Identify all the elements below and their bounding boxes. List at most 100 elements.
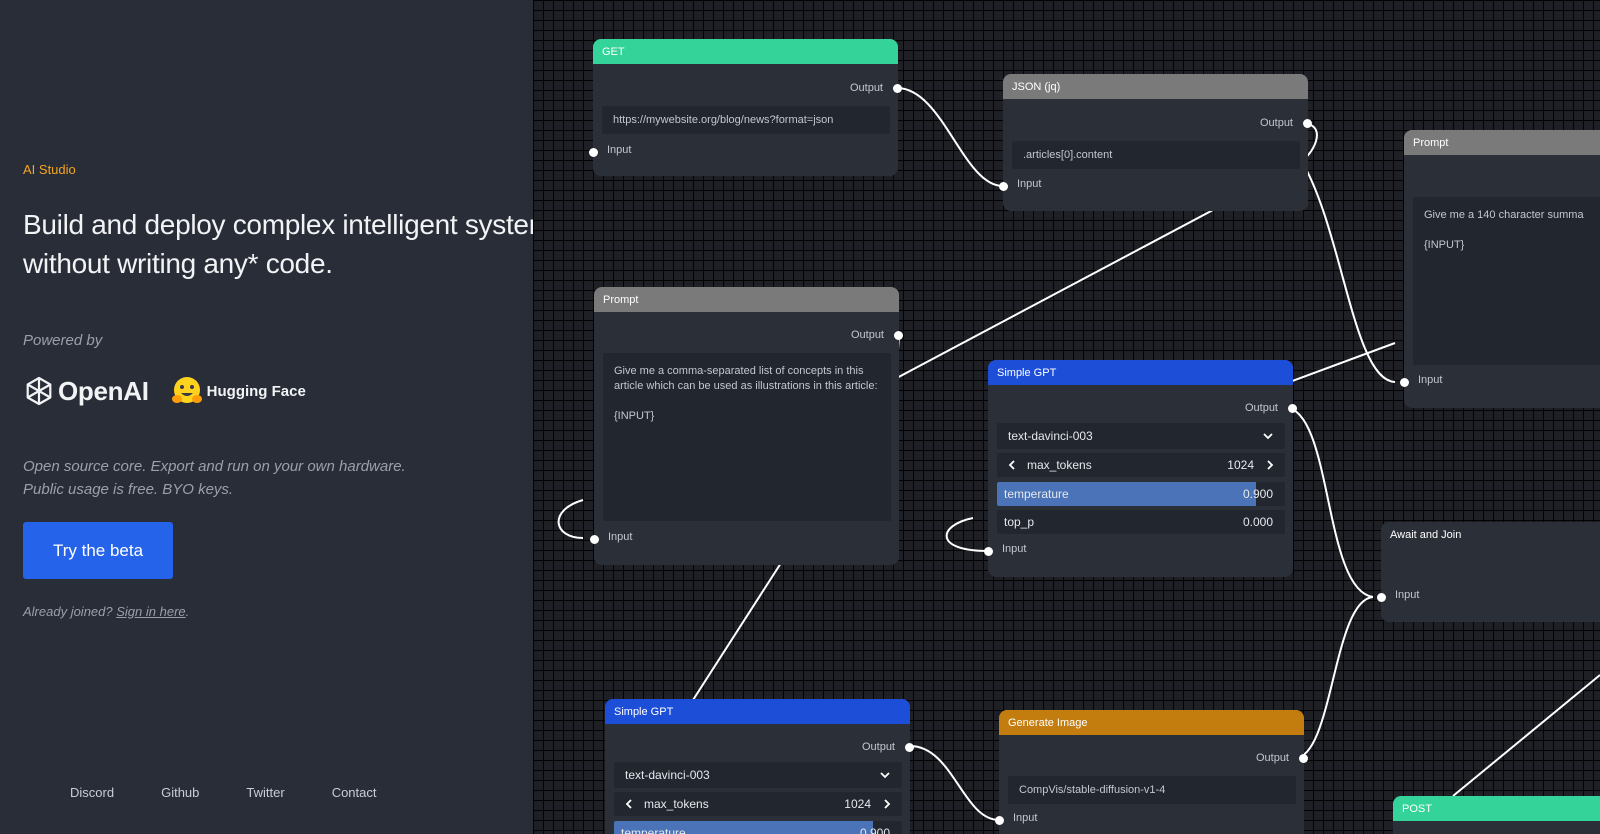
node-simple-gpt-1-top-p-slider[interactable]: top_p 0.000 <box>997 510 1285 534</box>
description: Open source core. Export and run on your… <box>23 455 406 501</box>
already-joined-text: Already joined? Sign in here. <box>23 604 189 619</box>
node-json[interactable]: JSON (jq) Output .articles[0].content In… <box>999 74 1312 211</box>
wire-prompt-to-gpt2 <box>692 562 782 701</box>
hugging-face-logo: Hugging Face <box>171 375 306 407</box>
node-get-input-label: Input <box>607 144 632 156</box>
node-generate-image-input-port[interactable] <box>995 816 1004 825</box>
node-prompt-right-input-label: Input <box>1418 374 1443 386</box>
node-prompt-input-label: Input <box>608 531 633 543</box>
node-get-output-port[interactable] <box>893 84 902 93</box>
node-simple-gpt-1-input-port[interactable] <box>984 547 993 556</box>
node-generate-image[interactable]: Generate Image Output CompVis/stable-dif… <box>995 710 1308 834</box>
footer-link-github[interactable]: Github <box>161 785 200 800</box>
node-canvas[interactable]: GET Output https://mywebsite.org/blog/ne… <box>533 0 1600 834</box>
node-get-output-label: Output <box>849 82 883 94</box>
node-post-header[interactable]: POST <box>1393 796 1600 821</box>
node-json-output-port[interactable] <box>1303 119 1312 128</box>
node-post[interactable]: POST <box>1393 796 1600 834</box>
node-generate-image-input-label: Input <box>1013 812 1038 824</box>
chevron-left-icon[interactable] <box>1006 459 1018 471</box>
node-await-join[interactable]: Await and Join Input <box>1377 522 1600 622</box>
wire-prompt-input-loop <box>557 499 584 539</box>
chevron-down-icon <box>880 772 890 779</box>
node-prompt-right-input-port[interactable] <box>1400 378 1409 387</box>
node-simple-gpt-2-output-label: Output <box>861 741 895 753</box>
node-simple-gpt-1-temperature-slider[interactable]: temperature 0.900 <box>997 482 1285 506</box>
node-simple-gpt-2-output-port[interactable] <box>905 743 914 752</box>
node-simple-gpt-1-output-port[interactable] <box>1288 404 1297 413</box>
wire-json-to-prompt <box>1299 122 1396 383</box>
node-simple-gpt-2-max-tokens-value: 1024 <box>844 797 871 811</box>
node-get-header[interactable]: GET <box>593 39 898 64</box>
node-prompt-right-textarea[interactable]: Give me a 140 character summa {INPUT} <box>1413 197 1600 365</box>
node-simple-gpt-2[interactable]: Simple GPT Output text-davinci-003 max_t… <box>605 699 914 834</box>
footer-link-discord[interactable]: Discord <box>70 785 115 800</box>
page-title: Build and deploy complex intelligent sys… <box>23 205 533 283</box>
partner-logos: OpenAI Hugging Face <box>23 375 306 407</box>
node-simple-gpt-1-output-label: Output <box>1244 402 1278 414</box>
try-beta-button[interactable]: Try the beta <box>23 522 173 579</box>
node-simple-gpt-2-temperature-label: temperature <box>621 826 686 834</box>
joined-suffix: . <box>185 604 190 619</box>
wire-gpt2-to-image <box>909 745 1000 821</box>
headline-line-1: Build and deploy complex intelligent sys… <box>23 209 533 240</box>
chevron-right-icon[interactable] <box>1264 459 1276 471</box>
node-get-input-port[interactable] <box>589 148 598 157</box>
node-simple-gpt-1-input-label: Input <box>1002 543 1027 555</box>
node-prompt-textarea[interactable]: Give me a comma-separated list of concep… <box>603 353 891 521</box>
wire-get-to-json <box>896 87 1004 187</box>
node-simple-gpt-1-header[interactable]: Simple GPT <box>988 360 1293 385</box>
chevron-left-icon[interactable] <box>623 798 635 810</box>
node-prompt-output-label: Output <box>850 329 884 341</box>
node-simple-gpt-2-header[interactable]: Simple GPT <box>605 699 910 724</box>
node-json-input-port[interactable] <box>999 182 1008 191</box>
footer-link-twitter[interactable]: Twitter <box>246 785 285 800</box>
hero-panel: AI Studio Build and deploy complex intel… <box>0 0 533 834</box>
description-line-1: Open source core. Export and run on your… <box>23 458 406 475</box>
node-await-join-input-port[interactable] <box>1377 593 1386 602</box>
node-simple-gpt-1-max-tokens-stepper[interactable]: max_tokens 1024 <box>997 453 1285 477</box>
node-simple-gpt-1-top-p-label: top_p <box>1004 515 1035 529</box>
node-generate-image-header[interactable]: Generate Image <box>999 710 1304 735</box>
wire-image-to-await <box>1294 596 1374 759</box>
node-prompt-right-header[interactable]: Prompt <box>1404 130 1600 155</box>
node-simple-gpt-1-model-select[interactable]: text-davinci-003 <box>997 423 1285 449</box>
node-generate-image-model-input[interactable]: CompVis/stable-diffusion-v1-4 <box>1008 776 1296 804</box>
node-json-query-input[interactable]: .articles[0].content <box>1012 141 1300 169</box>
node-await-join-input-label: Input <box>1395 589 1420 601</box>
chevron-right-icon[interactable] <box>881 798 893 810</box>
chevron-down-icon <box>1263 433 1273 440</box>
node-generate-image-output-port[interactable] <box>1299 754 1308 763</box>
node-generate-image-output-label: Output <box>1255 752 1289 764</box>
wire-gpt1-input-loop <box>945 517 989 552</box>
node-simple-gpt-1-temperature-fill <box>997 482 1257 506</box>
node-simple-gpt-2-model-value: text-davinci-003 <box>625 768 710 782</box>
node-simple-gpt-2-temperature-fill <box>614 821 874 834</box>
node-prompt-output-port[interactable] <box>894 331 903 340</box>
hugging-face-logo-icon <box>171 377 202 403</box>
joined-prefix: Already joined? <box>23 604 113 619</box>
node-json-header[interactable]: JSON (jq) <box>1003 74 1308 99</box>
node-simple-gpt-2-temperature-value: 0.900 <box>859 826 890 834</box>
node-simple-gpt-1-max-tokens-value: 1024 <box>1227 458 1254 472</box>
node-prompt[interactable]: Prompt Output Give me a comma-separated … <box>590 287 903 565</box>
product-eyebrow: AI Studio <box>23 162 76 177</box>
headline-line-2: without writing any* code. <box>23 248 333 279</box>
node-get-url-input[interactable]: https://mywebsite.org/blog/news?format=j… <box>602 106 890 134</box>
footer-link-contact[interactable]: Contact <box>331 785 377 800</box>
node-prompt-input-port[interactable] <box>590 535 599 544</box>
node-simple-gpt-1-temperature-value: 0.900 <box>1242 487 1273 501</box>
node-await-join-header[interactable]: Await and Join <box>1390 529 1462 541</box>
openai-label: OpenAI <box>58 375 149 406</box>
hugging-face-label: Hugging Face <box>206 382 306 400</box>
node-get[interactable]: GET Output https://mywebsite.org/blog/ne… <box>589 39 902 176</box>
node-simple-gpt-1-model-value: text-davinci-003 <box>1008 429 1093 443</box>
node-simple-gpt-2-model-select[interactable]: text-davinci-003 <box>614 762 902 788</box>
sign-in-link[interactable]: Sign in here <box>116 604 186 619</box>
node-simple-gpt-1[interactable]: Simple GPT Output text-davinci-003 max_t… <box>984 360 1297 577</box>
node-simple-gpt-1-max-tokens-label: max_tokens <box>1027 458 1092 472</box>
node-simple-gpt-2-temperature-slider[interactable]: temperature 0.900 <box>614 821 902 834</box>
node-simple-gpt-2-max-tokens-stepper[interactable]: max_tokens 1024 <box>614 792 902 816</box>
node-prompt-right[interactable]: Prompt Give me a 140 character summa {IN… <box>1400 130 1600 408</box>
node-prompt-header[interactable]: Prompt <box>594 287 899 312</box>
